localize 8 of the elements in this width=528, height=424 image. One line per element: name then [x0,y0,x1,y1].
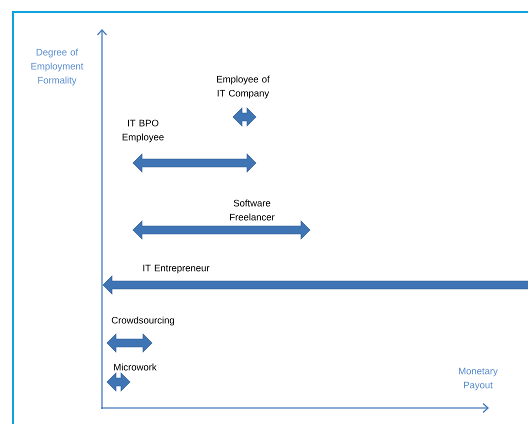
range-label: IT Entrepreneur [143,264,210,274]
axis-title: Degree of Employment Formality [31,48,84,86]
range-label: Microwork [114,364,157,370]
range-label: Employee of IT Company [217,76,270,98]
range-label: IT BPO Employee [122,120,164,142]
range-label: Crowdsourcing [112,316,174,326]
range-label: Software Freelancer [230,200,275,220]
axis-title: Monetary Payout [458,368,498,390]
